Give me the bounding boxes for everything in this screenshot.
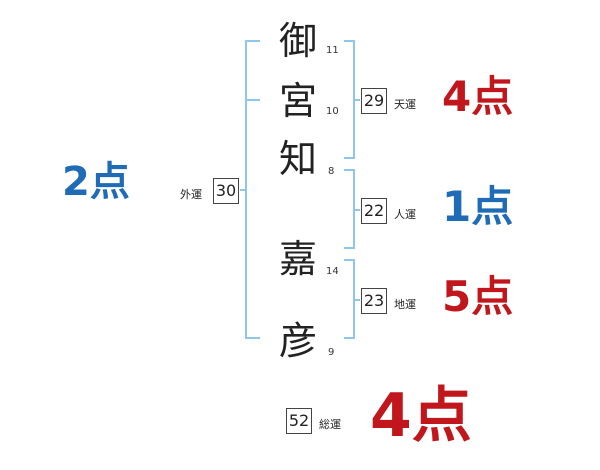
stroke-count-2: 10 (326, 106, 339, 117)
total-fortune-value: 52 (286, 408, 312, 434)
name-char-1: 御 (278, 19, 317, 63)
heaven-fortune-label: 天運 (394, 98, 416, 111)
person-fortune-value: 22 (361, 198, 387, 224)
heaven-fortune-value: 29 (361, 88, 387, 114)
total-fortune-label: 総運 (319, 418, 341, 431)
earth-fortune-label: 地運 (394, 298, 416, 311)
outer-fortune-label: 外運 (180, 188, 202, 201)
earth-bracket (344, 259, 355, 339)
earth-fortune-value: 23 (361, 288, 387, 314)
name-char-5: 彦 (278, 319, 317, 363)
stroke-count-5: 9 (328, 347, 335, 358)
name-char-2: 宮 (278, 79, 317, 123)
name-char-3: 知 (278, 137, 317, 181)
total-fortune-score: 4点 (370, 381, 472, 451)
outer-fortune-score: 2点 (62, 159, 130, 205)
heaven-fortune-score: 4点 (442, 72, 514, 121)
stroke-count-1: 11 (326, 45, 339, 56)
earth-fortune-score: 5点 (442, 272, 514, 321)
stroke-count-4: 14 (326, 266, 339, 277)
stroke-count-3: 8 (328, 166, 335, 177)
person-bracket (344, 169, 355, 249)
outer-fortune-value: 30 (213, 178, 239, 204)
person-fortune-score: 1点 (442, 182, 514, 231)
person-fortune-label: 人運 (394, 208, 416, 221)
outer-bracket (245, 40, 260, 339)
heaven-bracket (344, 40, 355, 159)
name-char-4: 嘉 (278, 237, 317, 281)
